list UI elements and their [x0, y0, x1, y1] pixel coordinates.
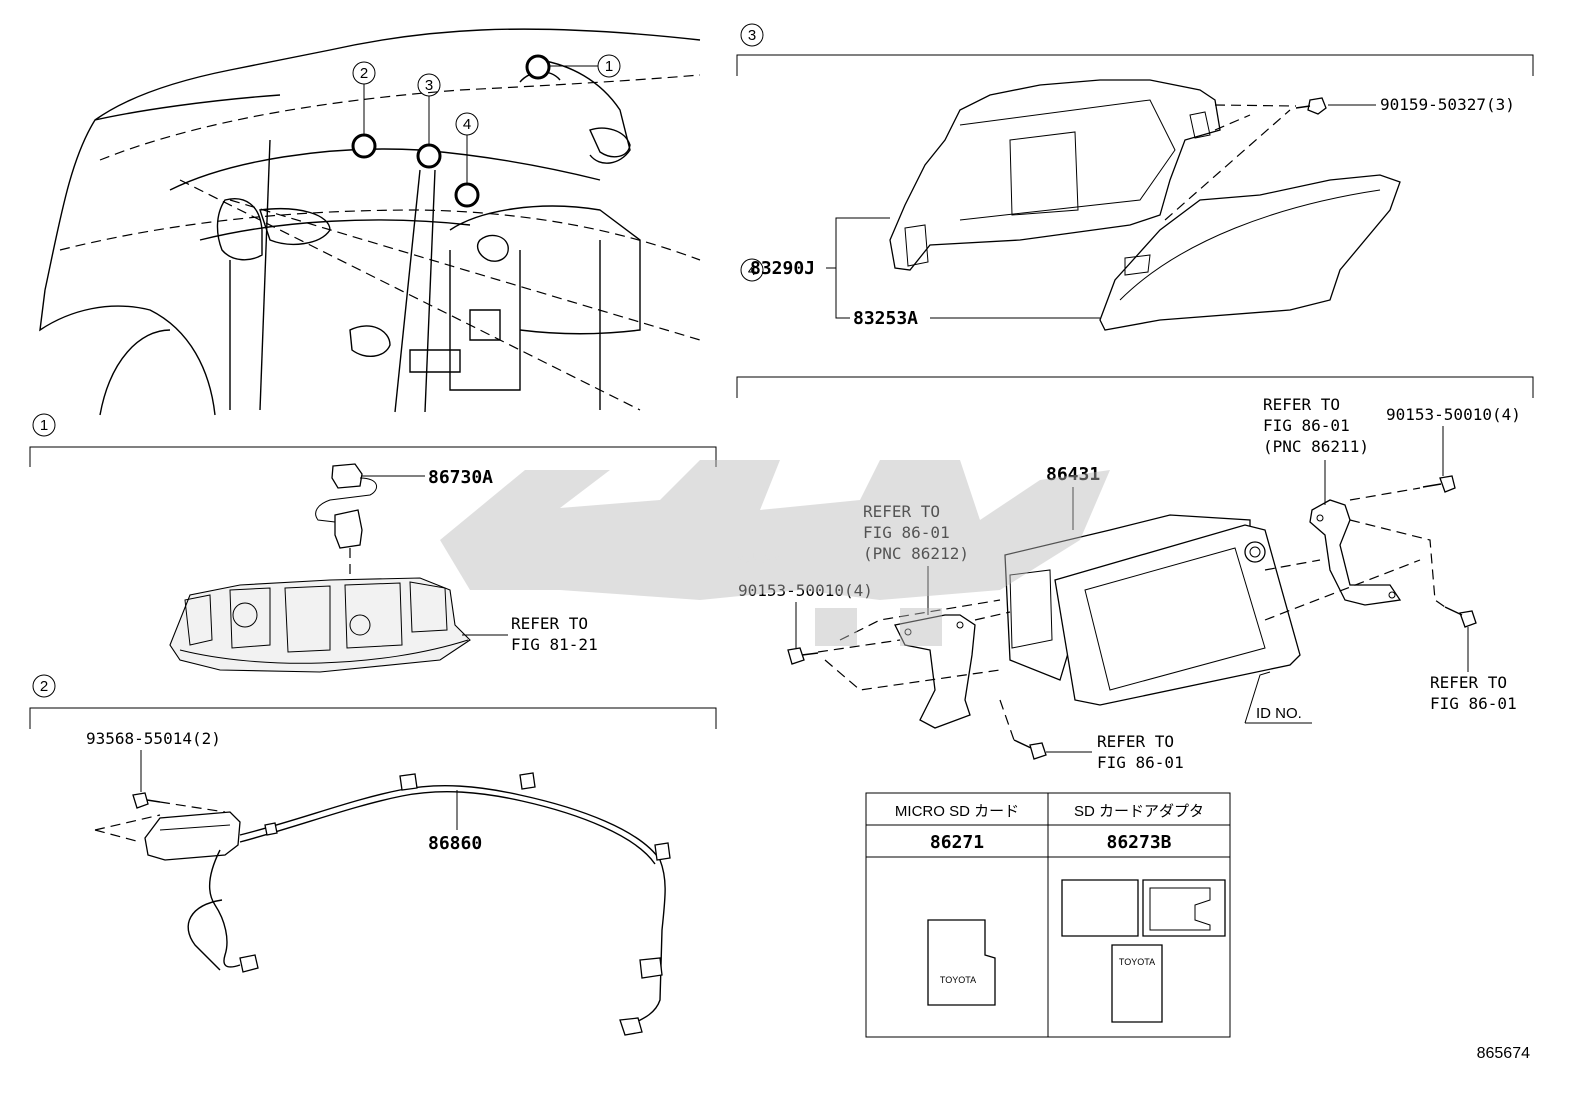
bolt-right-label: 90153-50010(4)	[1386, 405, 1521, 424]
section-4-marker: 4	[748, 262, 756, 279]
section-1-marker: 1	[40, 417, 48, 434]
sd-card-table: MICRO SD カード SD カードアダプタ 86271 86273B TOY…	[865, 792, 1231, 1038]
section-3: 3 90159-50327(3) 83290J 83253A	[736, 23, 1534, 331]
sd-adapter-brand: TOYOTA	[1119, 957, 1155, 967]
part-86271-label: 86271	[930, 832, 984, 853]
part-86431-label: 86431	[1046, 464, 1100, 485]
part-86860-label: 86860	[428, 833, 482, 854]
refer-81-21-line2: FIG 81-21	[511, 635, 598, 654]
sd-case-icon	[1061, 879, 1139, 937]
dashboard-overview: 1 2 3 4	[39, 28, 701, 416]
callout-marker-3	[416, 143, 442, 169]
bolt-left-label: 90153-50010(4)	[738, 581, 873, 600]
micro-sd-header: MICRO SD カード	[895, 803, 1019, 820]
callout-marker-1	[525, 54, 551, 80]
micro-sd-brand: TOYOTA	[940, 975, 976, 985]
callout-3-label: 3	[425, 77, 433, 94]
refer-86211-line2: FIG 86-01	[1263, 416, 1350, 435]
sd-adapter-header: SD カードアダプタ	[1074, 803, 1204, 820]
screw-93568-label: 93568-55014(2)	[86, 729, 221, 748]
part-86273b-label: 86273B	[1106, 832, 1171, 853]
part-86730a-label: 86730A	[428, 467, 493, 488]
watermark: عوض پارت	[440, 460, 1110, 646]
callout-4-label: 4	[463, 116, 471, 133]
refer-86211-line3: (PNC 86211)	[1263, 437, 1369, 456]
callout-1-label: 1	[605, 58, 613, 75]
bolt-90159-label: 90159-50327(3)	[1380, 95, 1515, 114]
part-83253a-label: 83253A	[853, 308, 918, 329]
part-83290j-label: 83290J	[750, 258, 815, 279]
refer-81-21-line1: REFER TO	[511, 614, 588, 633]
callout-marker-4	[454, 182, 480, 208]
id-no-label: ID NO.	[1256, 705, 1302, 722]
refer-bottom-line2: FIG 86-01	[1097, 753, 1184, 772]
section-2-marker: 2	[40, 678, 48, 695]
section-4: 4 86431	[736, 258, 1534, 772]
sd-adapter-icon	[1111, 944, 1163, 1023]
callout-2-label: 2	[360, 65, 368, 82]
section-1: 1 86730A REFER TO FIG 81-21	[29, 413, 717, 673]
refer-86211-line1: REFER TO	[1263, 395, 1340, 414]
refer-86212-line3: (PNC 86212)	[863, 544, 969, 563]
watermark-text: عوض پارت	[737, 552, 783, 563]
refer-86212-line2: FIG 86-01	[863, 523, 950, 542]
refer-far-right-line1: REFER TO	[1430, 673, 1507, 692]
refer-far-right-line2: FIG 86-01	[1430, 694, 1517, 713]
figure-id: 865674	[1477, 1045, 1530, 1062]
callout-marker-2	[351, 133, 377, 159]
section-2: 2 93568-55014(2) 86860	[29, 674, 717, 1036]
refer-bottom-line1: REFER TO	[1097, 732, 1174, 751]
section-3-marker: 3	[748, 27, 756, 44]
micro-sd-card-icon	[927, 919, 996, 1006]
refer-86212-line1: REFER TO	[863, 502, 940, 521]
